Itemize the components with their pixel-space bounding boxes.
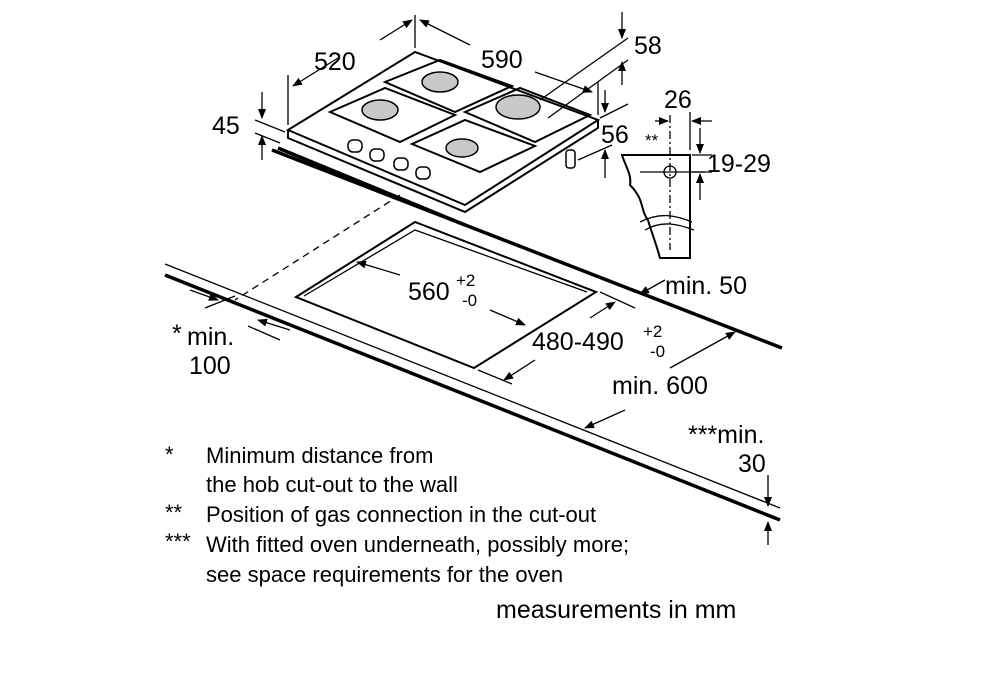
min-wall-label-line2: 100 bbox=[189, 352, 231, 380]
cutout-depth-label: 480-490 bbox=[532, 328, 624, 356]
worktop bbox=[164, 148, 783, 522]
note-text: the hob cut-out to the wall bbox=[206, 472, 458, 497]
dimension-labels: 520 590 45 58 56 26 ** 19-29 560 +2 -0 4… bbox=[172, 32, 771, 478]
pan-supports bbox=[327, 58, 593, 174]
control-knobs bbox=[347, 139, 431, 180]
gas-height-label: 19-29 bbox=[707, 150, 771, 178]
cutout-depth-tol-plus: +2 bbox=[643, 322, 662, 341]
note-text: Minimum distance from bbox=[206, 443, 433, 468]
cutout-width-tol-minus: -0 bbox=[462, 291, 477, 310]
note-marker: ** bbox=[165, 500, 183, 525]
min-thickness-label-line1: ***min. bbox=[688, 421, 764, 449]
gas-offset-label: 26 bbox=[664, 86, 692, 114]
note-marker: * bbox=[165, 442, 174, 467]
cutout-width-tol-plus: +2 bbox=[456, 271, 475, 290]
gas-connector bbox=[565, 149, 576, 169]
cutout-depth-tol-minus: -0 bbox=[650, 342, 665, 361]
hob-below-top-label: 56 bbox=[601, 121, 629, 149]
note-text: see space requirements for the oven bbox=[206, 562, 563, 587]
min-thickness-label-line2: 30 bbox=[738, 450, 766, 478]
gas-position-marker: ** bbox=[645, 131, 659, 150]
footnotes: * Minimum distance from the hob cut-out … bbox=[165, 442, 736, 624]
min-wall-label-line1: min. bbox=[187, 323, 234, 351]
hob-depth-label: 520 bbox=[314, 48, 356, 76]
burners bbox=[361, 71, 541, 158]
note-text: With fitted oven underneath, possibly mo… bbox=[206, 532, 629, 557]
gas-hob bbox=[277, 50, 601, 227]
note-text: Position of gas connection in the cut-ou… bbox=[206, 502, 596, 527]
hob-cutout bbox=[293, 220, 599, 370]
min-worktop-label: min. 600 bbox=[612, 372, 708, 400]
min-wall-star: * bbox=[172, 320, 182, 348]
hob-total-height-label: 58 bbox=[634, 32, 662, 60]
cutout-width-label: 560 bbox=[408, 278, 450, 306]
units-label: measurements in mm bbox=[496, 596, 736, 624]
note-marker: *** bbox=[165, 529, 191, 554]
min-back-label: min. 50 bbox=[665, 272, 747, 300]
gas-connection-profile bbox=[620, 115, 705, 259]
hob-front-height-label: 45 bbox=[212, 112, 240, 140]
hob-width-label: 590 bbox=[481, 46, 523, 74]
dimension-lines bbox=[189, 12, 772, 545]
